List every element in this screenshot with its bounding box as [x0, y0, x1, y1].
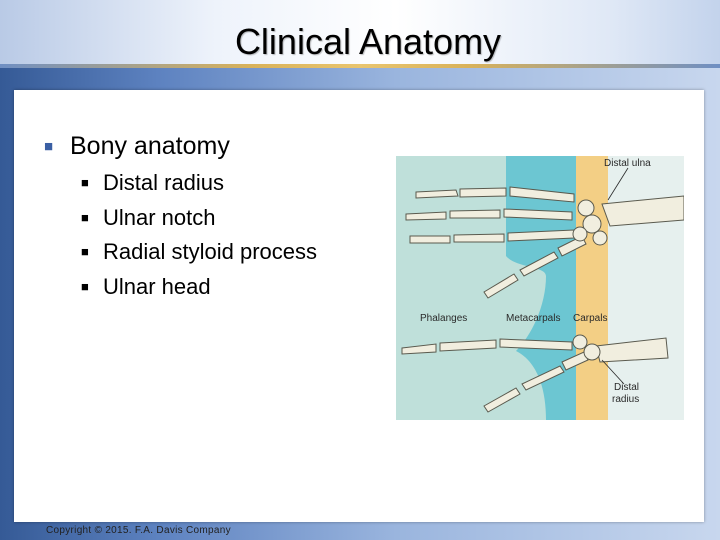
- finger-bone: [483, 273, 519, 299]
- finger-bone: [449, 209, 501, 219]
- lower-hand-bones: [401, 334, 669, 413]
- slide-title: Clinical Anatomy: [234, 21, 502, 62]
- finger-bone: [519, 251, 559, 277]
- finger-bone: [401, 343, 437, 355]
- label-distal-ulna: Distal ulna: [604, 158, 651, 169]
- finger-bone: [509, 186, 575, 203]
- finger-bone: [405, 211, 447, 221]
- finger-bone: [453, 233, 505, 243]
- square-bullet-icon: ■: [81, 278, 89, 294]
- ulna-bone: [601, 195, 684, 227]
- sub-bullet-item: ■ Radial styloid process: [81, 238, 317, 273]
- label-metacarpals: Metacarpals: [506, 313, 560, 324]
- label-leader-lines: [601, 167, 629, 385]
- metacarpal-band: [506, 156, 576, 420]
- sub-bullet-text: Radial styloid process: [103, 239, 317, 264]
- bullet-text: Bony anatomy: [70, 132, 230, 160]
- square-bullet-icon: ■: [81, 175, 89, 190]
- finger-bone: [521, 365, 565, 391]
- sub-bullet-item: ■ Ulnar head: [81, 273, 317, 308]
- copyright-footer: Copyright © 2015. F.A. Davis Company: [46, 525, 231, 536]
- carpal-bone: [592, 230, 608, 246]
- sub-bullet-item: ■ Distal radius: [81, 169, 317, 204]
- finger-bone: [415, 189, 459, 199]
- sub-bullet-list: ■ Distal radius ■ Ulnar notch ■ Radial styl…: [81, 169, 317, 307]
- label-distal-radius-line1: Distal: [614, 382, 639, 393]
- label-phalanges: Phalanges: [420, 313, 467, 324]
- hand-wrist-illustration: Distal ulna Phalanges Metacarpals Carpal…: [396, 156, 684, 420]
- square-bullet-icon: ■: [81, 244, 89, 259]
- carpal-bone: [572, 226, 588, 242]
- leader-line: [601, 359, 625, 385]
- square-bullet-icon: ■: [81, 209, 89, 225]
- title-band: [0, 0, 720, 66]
- finger-bone: [439, 339, 497, 352]
- leader-line: [607, 167, 629, 201]
- carpal-bone: [572, 334, 588, 350]
- sub-bullet-text: Ulnar notch: [103, 204, 216, 230]
- finger-bone: [459, 187, 507, 198]
- forearm-area: [608, 156, 684, 420]
- carpal-bone: [583, 343, 601, 361]
- finger-bone: [499, 338, 573, 351]
- finger-bone: [561, 351, 589, 371]
- finger-bone: [503, 208, 573, 221]
- carpal-bone: [577, 199, 595, 217]
- carpal-band: [576, 156, 608, 420]
- title-divider: [0, 64, 720, 68]
- finger-bone: [483, 387, 521, 413]
- carpal-bone: [582, 214, 602, 234]
- sub-bullet-text: Distal radius: [103, 170, 225, 195]
- sub-bullet-text: Ulnar head: [103, 273, 211, 299]
- label-carpals: Carpals: [573, 313, 607, 324]
- finger-bone: [409, 235, 451, 244]
- bullet-bony-anatomy: ■ Bony anatomy: [44, 131, 230, 162]
- label-distal-radius-line2: radius: [612, 394, 639, 405]
- sub-bullet-item: ■ Ulnar notch: [81, 204, 317, 239]
- upper-hand-bones: [405, 186, 684, 299]
- square-bullet-icon: ■: [44, 138, 54, 155]
